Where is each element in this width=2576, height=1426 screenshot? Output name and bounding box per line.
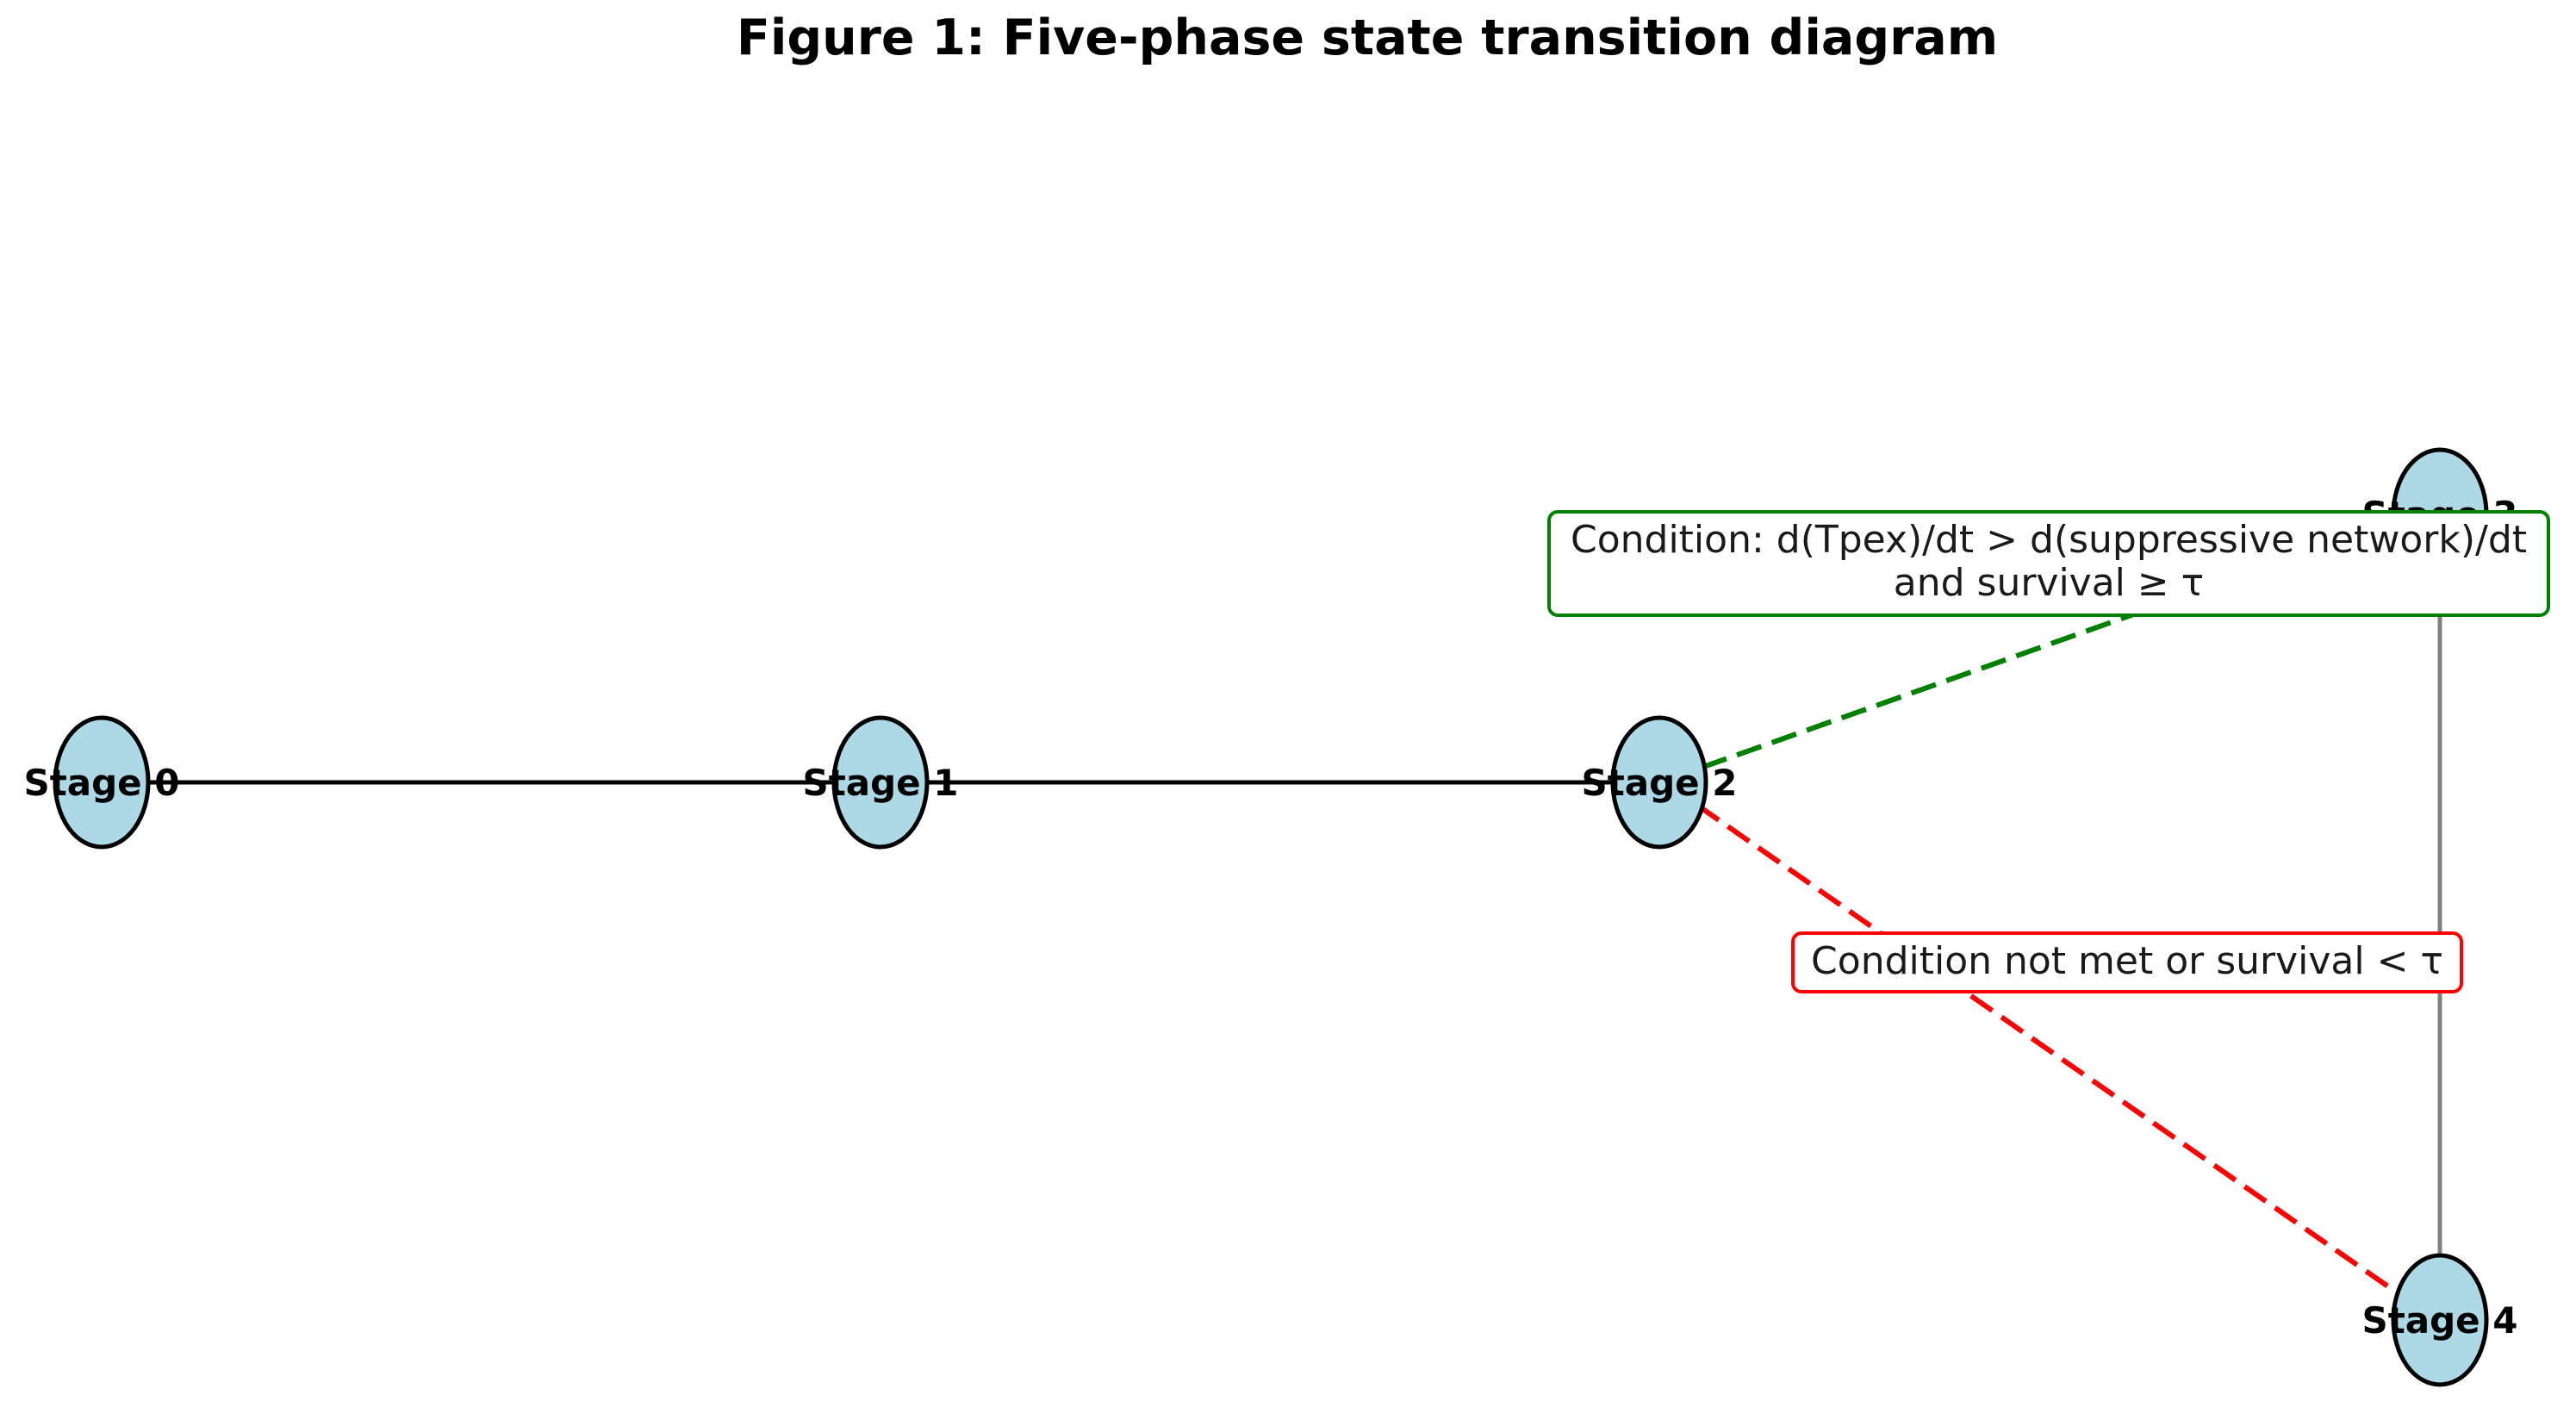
nodes: Stage 0 Stage 1 Stage 2 Stage 3 Stage 4 xyxy=(23,447,2518,1387)
failure-condition-text: Condition not met or survival < τ xyxy=(1811,939,2443,983)
success-condition-box: Condition: d(Tpex)/dt > d(suppressive ne… xyxy=(1547,510,2550,617)
failure-condition-box: Condition not met or survival < τ xyxy=(1791,931,2463,993)
edge-stage2-stage4 xyxy=(1665,781,2433,1319)
node-stage-2: Stage 2 xyxy=(1581,715,1738,850)
node-label: Stage 2 xyxy=(1581,762,1737,804)
node-stage-0: Stage 0 xyxy=(23,715,180,850)
success-condition-line1: Condition: d(Tpex)/dt > d(suppressive ne… xyxy=(1571,518,2527,562)
node-label: Stage 4 xyxy=(2361,1299,2517,1342)
edge-stage2-stage3 xyxy=(1665,609,2143,782)
node-stage-1: Stage 1 xyxy=(802,715,959,850)
figure-title: Figure 1: Five-phase state transition di… xyxy=(737,9,1998,66)
success-condition-line2: and survival ≥ τ xyxy=(1894,561,2205,605)
node-stage-4: Stage 4 xyxy=(2361,1253,2518,1387)
node-label: Stage 0 xyxy=(23,762,179,804)
node-label: Stage 1 xyxy=(802,762,958,804)
